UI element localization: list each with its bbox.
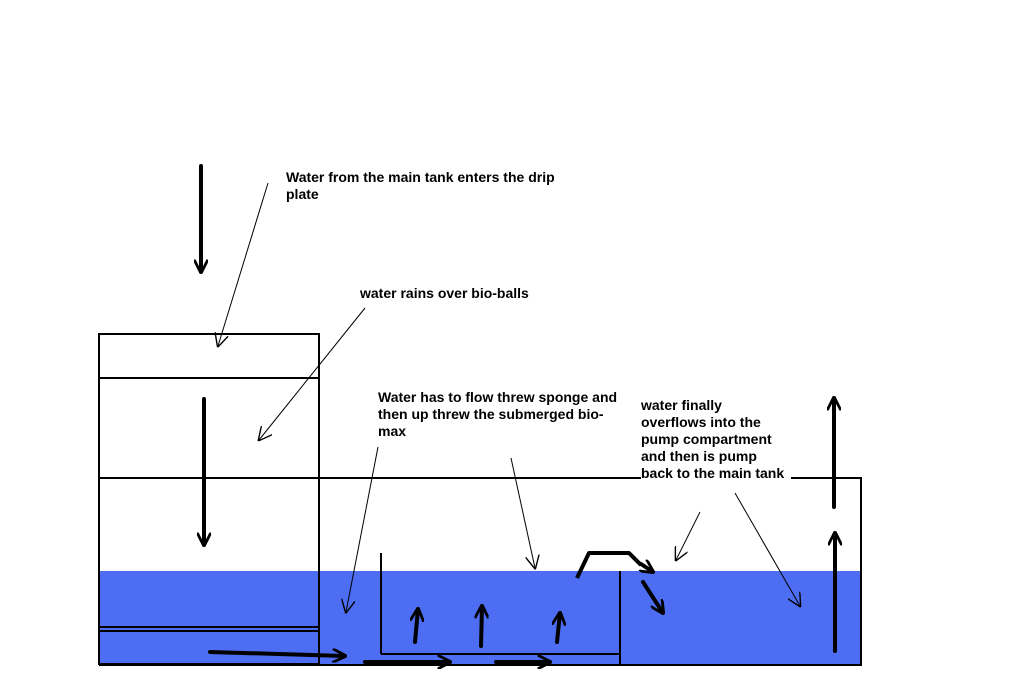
- leader-sponge: [346, 446, 379, 612]
- leader-lines: [218, 182, 800, 612]
- leader-overflow-lip: [676, 511, 701, 560]
- bio-max-compartment: [380, 553, 621, 665]
- label-rains-over-bio-balls: water rains over bio-balls: [360, 285, 529, 301]
- sump-tank: [99, 477, 862, 666]
- arrow-overflow-small: [641, 564, 653, 572]
- leader-pump-compartment: [734, 492, 800, 606]
- flow-arrows: [201, 164, 835, 662]
- arrow-bottom-flow-1: [208, 652, 347, 656]
- overflow-lip: [575, 551, 643, 579]
- label-drip-plate: Water from the main tank enters the drip…: [286, 169, 555, 202]
- arrow-up-1: [415, 609, 418, 644]
- label-sponge-bio-max: Water has to flow threw sponge and then …: [378, 389, 618, 439]
- arrow-overflow-down: [641, 580, 663, 613]
- water-main-sump: [320, 571, 861, 665]
- arrow-up-3: [557, 613, 560, 644]
- arrow-up-2: [481, 604, 482, 648]
- leader-rains: [259, 307, 366, 440]
- water-left-chamber: [99, 571, 320, 665]
- label-pump-compartment: water finally overflows into the pump co…: [641, 397, 791, 482]
- leader-bio-max: [510, 457, 535, 568]
- leader-drip-plate: [218, 182, 269, 346]
